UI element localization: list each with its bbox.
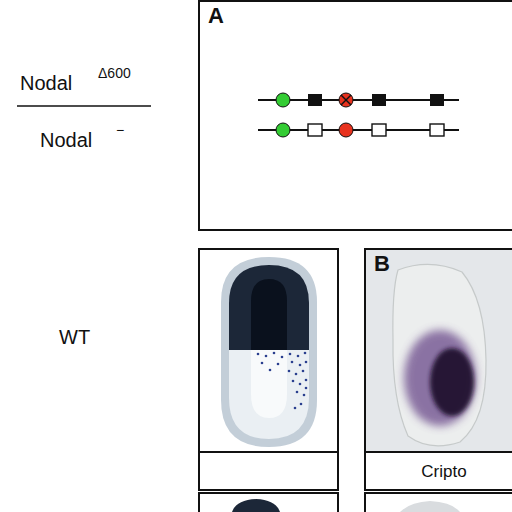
panel-box: A [198, 0, 512, 231]
cropped-photo [400, 501, 460, 512]
proamniotic-cavity-upper [251, 279, 287, 350]
exon-block [372, 94, 386, 106]
visceral-endoderm [221, 257, 317, 447]
photo-background [365, 249, 512, 452]
green-element [276, 123, 290, 137]
exon-block [372, 124, 386, 136]
panel-letter: B [374, 253, 390, 275]
epiblast [229, 350, 309, 439]
empty-label-box [199, 452, 338, 490]
panel-letter: A [208, 5, 224, 27]
label-box: Cripto [364, 451, 512, 491]
stained-embryo-photo [393, 264, 486, 445]
allele-construct-top [258, 93, 459, 107]
exon-block [430, 124, 444, 136]
staining-halo [404, 330, 476, 426]
cropped-embryo [232, 499, 280, 512]
exon-block [308, 94, 322, 106]
cropped-panel [365, 493, 512, 512]
deletion-cross [341, 95, 351, 105]
genotype-label: Nodal [40, 130, 92, 150]
schematic-frame [199, 249, 338, 452]
panel-box: B [364, 248, 512, 453]
red-element [339, 123, 353, 137]
exon-block [308, 124, 322, 136]
proamniotic-cavity [251, 350, 287, 418]
allele-construct-bottom [258, 123, 459, 137]
red-element [339, 93, 353, 107]
row-label: WT [59, 327, 90, 347]
allele-superscript: Δ600 [98, 66, 131, 80]
embryo-schematic [221, 257, 317, 447]
expression-dots [257, 352, 308, 410]
staining-core [430, 348, 474, 416]
embryo-outline [393, 264, 486, 445]
allele-superscript: − [116, 123, 124, 137]
green-element [276, 93, 290, 107]
cropped-panel [199, 493, 338, 512]
genotype-label: Nodal [20, 73, 72, 93]
probe-label: Cripto [366, 463, 512, 480]
extraembryonic-ectoderm [229, 265, 309, 350]
fraction-line [17, 105, 151, 107]
exon-block [430, 94, 444, 106]
deletion-cross [341, 95, 351, 105]
